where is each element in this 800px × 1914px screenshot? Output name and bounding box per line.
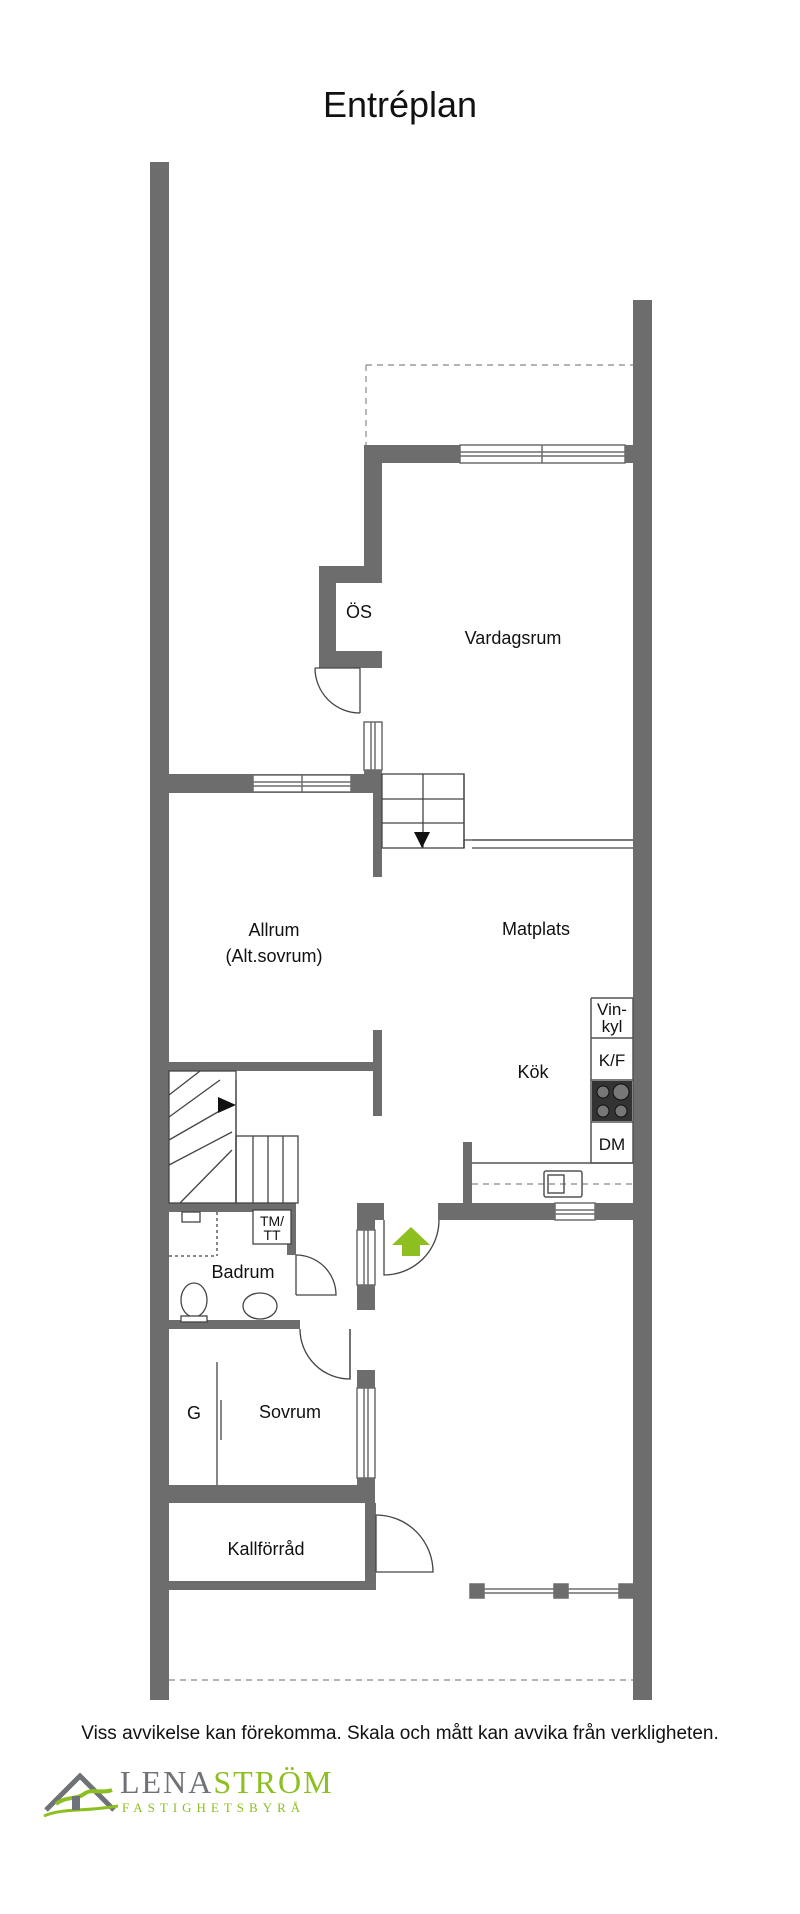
door-kallforrad [375,1514,434,1573]
label-dm: DM [599,1135,625,1154]
dashed-outlines [169,364,633,1681]
vardagsrum-left-wall-upper [364,445,382,568]
label-kok: Kök [517,1062,549,1082]
windows [252,444,626,1479]
fireplace-left [319,566,336,668]
doors [216,667,440,1573]
badrum-bottom-wall [169,1320,300,1329]
toilet-icon [180,1282,208,1318]
kok-partition [373,1030,382,1116]
house-logo-icon [43,1772,119,1818]
plan-title: Entréplan [322,84,478,125]
company-logo: LENASTRÖM FASTIGHETSBYRÅ [42,1760,342,1830]
patio-window [469,1583,634,1599]
tm-tt-box [252,1209,292,1245]
label-vinkyl-2: kyl [602,1017,623,1036]
window-kitchen [554,1202,596,1221]
door-sovrum [299,1328,351,1380]
label-tt: TT [263,1227,281,1243]
logo-name-part1: LENA [120,1764,214,1800]
stairs-lower [168,1070,299,1204]
shower-icon [181,1211,201,1223]
bathroom-fixtures [169,1209,292,1323]
entrance-wall-right [438,1203,633,1220]
stove [592,1081,632,1121]
logo-subtitle: FASTIGHETSBYRÅ [122,1800,306,1815]
door-entrance [383,1219,440,1276]
left-outer-wall [150,162,169,1700]
sink-bath-icon [242,1292,278,1320]
right-outer-wall [633,300,652,1700]
label-os: ÖS [346,602,372,622]
sovrum-bottom-wall [169,1485,375,1503]
label-allrum: Allrum [248,920,299,940]
vardagsrum-left-wall-mid [364,651,382,667]
label-kallforrad: Kallförråd [227,1539,304,1559]
entrance-arrow-icon [392,1227,430,1256]
door-badrum [295,1254,337,1296]
label-matplats: Matplats [502,919,570,939]
kitchen-counter [472,997,634,1198]
logo-name: LENASTRÖM [120,1764,334,1801]
badrum-top-wall [169,1203,296,1212]
label-badrum: Badrum [211,1262,274,1282]
window-vardagsrum-side [363,721,383,771]
label-sovrum: Sovrum [259,1402,321,1422]
label-kf: K/F [599,1051,625,1070]
sink [543,1170,583,1198]
kitchen-counter-wall [463,1142,472,1208]
label-vinkyl-1: Vin- [597,1000,627,1019]
label-allrum-alt: (Alt.sovrum) [225,946,322,966]
stair-arrow-down [414,832,430,848]
door-fireplace [314,667,361,714]
allrum-bottom-wall [169,1062,376,1071]
label-tm: TM/ [260,1213,284,1229]
label-g: G [187,1403,201,1423]
logo-name-part2: STRÖM [213,1764,334,1800]
window-sovrum [356,1387,376,1479]
label-vardagsrum: Vardagsrum [465,628,562,648]
stairs-upper [381,773,633,849]
disclaimer: Viss avvikelse kan förekomma. Skala och … [81,1723,719,1744]
stair-arrow-right [218,1097,236,1113]
kallforrad-bottom-wall [169,1581,375,1590]
corridor-walls [357,1203,375,1590]
stair-wall [373,793,382,877]
window-entrance [356,1229,376,1286]
